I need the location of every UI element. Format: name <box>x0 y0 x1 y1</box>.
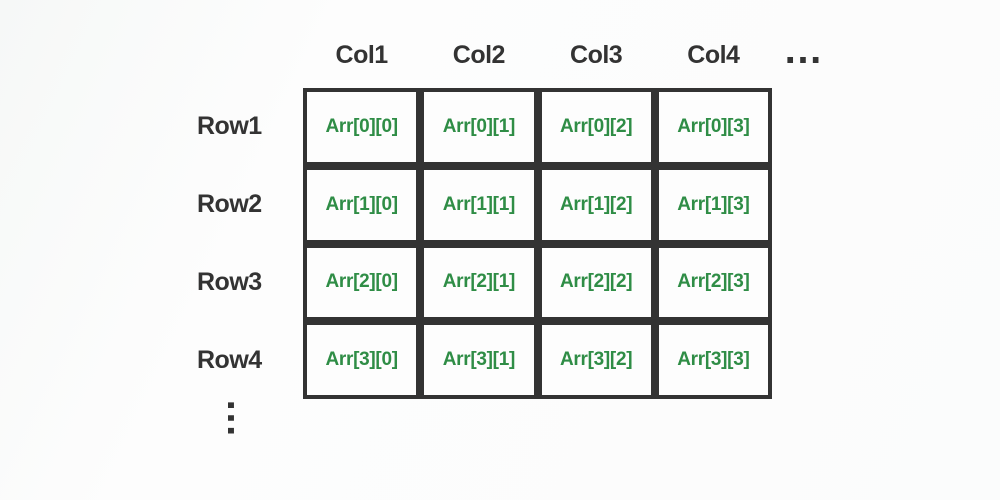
array-cell: Arr[2][1] <box>420 243 538 322</box>
array-cell: Arr[1][2] <box>537 165 655 244</box>
table-row: Arr[3][0] Arr[3][1] Arr[3][2] Arr[3][3] <box>303 321 772 399</box>
array-cell: Arr[0][0] <box>303 88 421 166</box>
row-headers: Row1 Row2 Row3 Row4 <box>197 88 281 399</box>
row-header-row4: Row4 <box>197 345 262 374</box>
column-header-col1: Col1 <box>335 40 389 69</box>
array-cell: Arr[2][3] <box>654 243 772 322</box>
array-table: Arr[0][0] Arr[0][1] Arr[0][2] Arr[0][3] … <box>303 88 772 399</box>
row-header-row3: Row3 <box>197 267 262 296</box>
array-cell: Arr[0][2] <box>537 88 655 166</box>
array-cell: Arr[2][0] <box>303 243 421 322</box>
array-cell: Arr[3][2] <box>537 321 655 399</box>
table-row: Arr[1][0] Arr[1][1] Arr[1][2] Arr[1][3] <box>303 165 772 244</box>
more-columns-ellipsis: … <box>783 28 823 72</box>
column-header-col3: Col3 <box>570 40 623 69</box>
array-cell: Arr[3][0] <box>303 321 421 399</box>
array-cell: Arr[2][2] <box>537 243 655 322</box>
table-row: Arr[2][0] Arr[2][1] Arr[2][2] Arr[2][3] <box>303 243 772 322</box>
array-cell: Arr[3][1] <box>420 321 538 399</box>
column-header-col2: Col2 <box>452 40 506 69</box>
row-header-row2: Row2 <box>197 190 262 219</box>
table-row: Arr[0][0] Arr[0][1] Arr[0][2] Arr[0][3] <box>303 88 772 166</box>
array-cell: Arr[1][1] <box>420 165 538 244</box>
row-header-row1: Row1 <box>197 112 262 141</box>
array-cell: Arr[1][0] <box>303 165 421 244</box>
column-header-col4: Col4 <box>687 40 740 69</box>
array-cell: Arr[0][3] <box>654 88 772 166</box>
more-rows-ellipsis-glyph: … <box>219 398 263 438</box>
array-cell: Arr[1][3] <box>654 165 772 244</box>
array-cell: Arr[0][1] <box>420 88 538 166</box>
array-cell: Arr[3][3] <box>654 321 772 399</box>
more-rows-ellipsis: … <box>219 396 263 440</box>
column-headers: Col1 Col2 Col3 Col4 <box>303 38 772 72</box>
